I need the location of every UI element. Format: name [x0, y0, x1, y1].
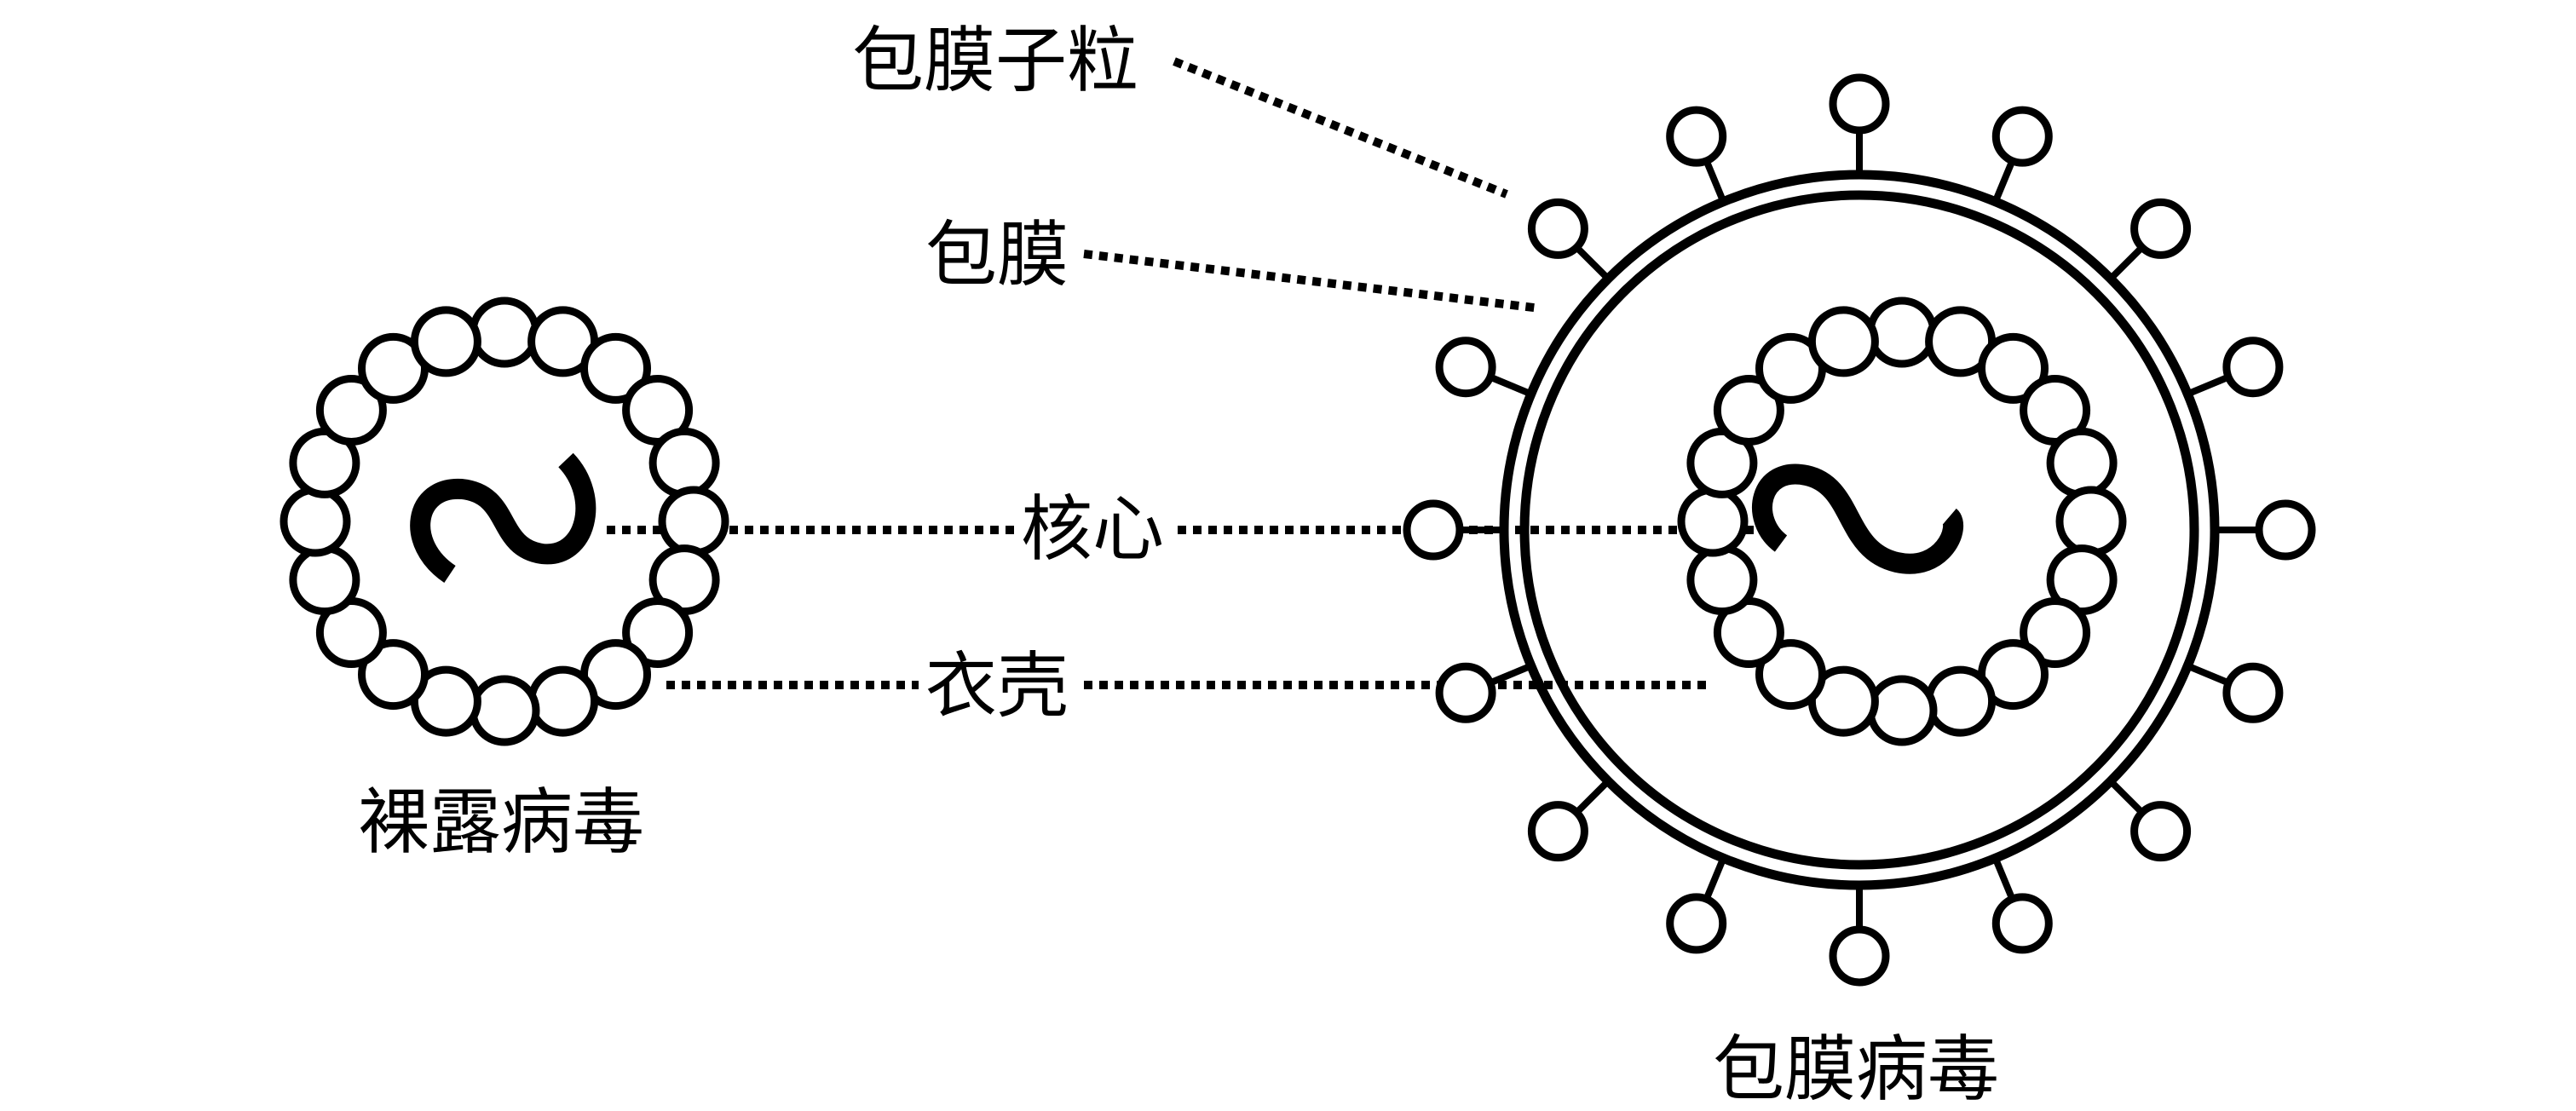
envelope-subunit-knob	[1829, 73, 1890, 135]
envelope-subunit-knob	[2255, 499, 2316, 561]
spike-stalk	[1991, 159, 2016, 204]
capsomere	[648, 427, 720, 498]
envelope-subunit-knob	[1403, 499, 1464, 561]
spike-stalk	[1489, 662, 1533, 687]
naked-virus-capsid	[279, 296, 729, 746]
envelope-subunit-knob	[1829, 925, 1890, 987]
capsomere	[1677, 486, 1749, 557]
label-capsid: 衣壳	[925, 644, 1069, 728]
spike-stalk	[1703, 159, 1727, 204]
capsomere	[2055, 486, 2127, 557]
capsomere	[1755, 639, 1826, 711]
capsomere	[1866, 675, 1938, 746]
spike-stalk	[1991, 856, 2016, 901]
capsomere	[289, 544, 360, 616]
capsomere	[469, 675, 540, 746]
capsomere	[622, 597, 694, 668]
envelope-subunit-knob	[1666, 106, 1727, 167]
capsomere	[315, 375, 387, 446]
capsomere	[580, 332, 651, 404]
label-envelope: 包膜	[925, 213, 1069, 296]
capsomere	[469, 296, 540, 368]
envelope-inner-ring	[1519, 190, 2199, 870]
leader-lines	[607, 57, 1755, 689]
envelope-subunit-knob	[1666, 893, 1727, 954]
capsomere	[279, 486, 351, 557]
envelope-subunit-knob	[2222, 337, 2284, 398]
envelope-subunit-knob	[2222, 662, 2284, 723]
envelope-subunit-knob	[1435, 662, 1496, 723]
envelope-subunit-knob	[1435, 337, 1496, 398]
envelope-subunit-knob	[1991, 893, 2053, 954]
spike-stalk	[2108, 245, 2145, 281]
label-naked-virus: 裸露病毒	[358, 780, 644, 864]
envelope-spikes	[1403, 73, 2316, 987]
capsomere	[1807, 306, 1879, 377]
label-envelope-subunit: 包膜子粒	[852, 19, 1138, 102]
capsomere	[1713, 375, 1784, 446]
spike-stalk	[1489, 373, 1533, 398]
capsomere	[410, 306, 481, 377]
spike-stalk	[1703, 856, 1727, 901]
envelope-subunit-knob	[1991, 106, 2053, 167]
envelope-outer-ring	[1499, 170, 2220, 890]
naked-virus-core-icon	[410, 452, 596, 583]
enveloped-virus-capsid	[1677, 296, 2127, 746]
capsomere	[2020, 597, 2091, 668]
capsomere	[1925, 665, 1997, 737]
label-core: 核心	[1021, 487, 1164, 571]
capsomere	[1686, 544, 1758, 616]
capsomere	[1866, 296, 1938, 368]
spike-stalk	[2108, 779, 2145, 815]
envelope-subunit-knob	[1527, 801, 1588, 862]
spike-stalk	[1574, 779, 1611, 815]
leader-envelope	[1083, 250, 1542, 313]
spike-stalk	[2186, 373, 2230, 398]
spike-stalk	[2186, 662, 2230, 687]
capsomere	[2046, 427, 2118, 498]
naked-virus	[279, 296, 729, 746]
label-enveloped-virus: 包膜病毒	[1713, 1028, 1999, 1111]
capsomere	[1978, 332, 2049, 404]
envelope-subunit-knob	[2130, 198, 2192, 259]
envelope-subunit-knob	[2130, 801, 2192, 862]
spike-stalk	[1574, 245, 1611, 281]
enveloped-virus-core-icon	[1752, 463, 1964, 574]
capsomere	[658, 486, 729, 557]
capsomere	[527, 665, 599, 737]
envelope-subunit-knob	[1527, 198, 1588, 259]
enveloped-virus	[1403, 73, 2316, 987]
capsomere	[358, 639, 429, 711]
leader-envelope-subunit	[1173, 57, 1508, 199]
